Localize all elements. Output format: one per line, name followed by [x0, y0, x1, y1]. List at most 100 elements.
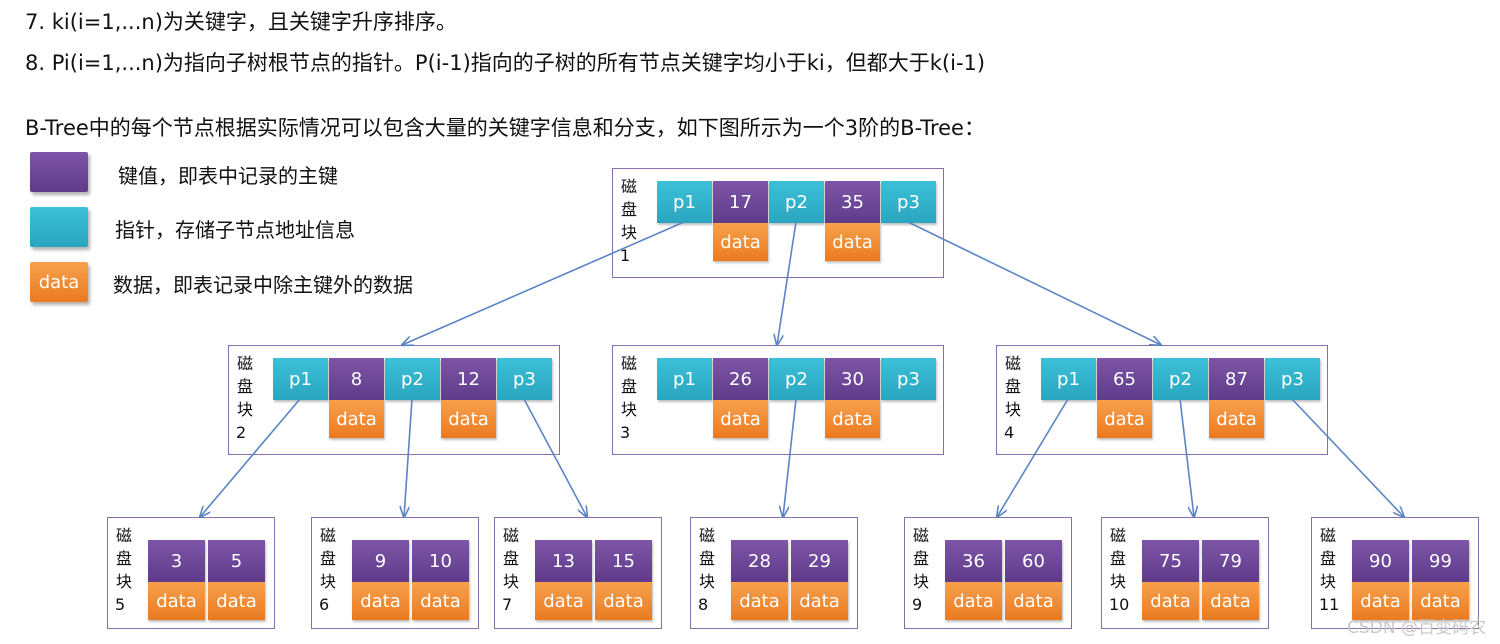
- disk-label-char: 磁: [1109, 526, 1126, 545]
- data-cell: data: [1412, 582, 1469, 620]
- disk-id: 6: [319, 595, 330, 614]
- key-cell: 17: [713, 181, 768, 223]
- key-cell: 36: [945, 540, 1002, 582]
- data-cell: data: [208, 582, 265, 620]
- disk-id: 1: [620, 246, 631, 265]
- disk-id: 10: [1109, 595, 1130, 614]
- key-cell: 13: [535, 540, 592, 582]
- text-line-7: 7. ki(i=1,...n)为关键字，且关键字升序排序。: [25, 10, 457, 34]
- disk-id: 8: [698, 595, 709, 614]
- pointer-cell: p2: [1153, 358, 1208, 400]
- data-cell: data: [1209, 400, 1264, 438]
- data-cell: data: [713, 223, 768, 261]
- legend-data-swatch: data: [30, 262, 88, 302]
- disk-label-char: 磁: [912, 526, 929, 545]
- key-cell: 10: [412, 540, 469, 582]
- data-cell: data: [535, 582, 592, 620]
- disk-label-char: 块: [1004, 400, 1021, 419]
- key-cell: 75: [1142, 540, 1199, 582]
- legend-pointer-swatch: [30, 207, 88, 247]
- data-cell: data: [412, 582, 469, 620]
- key-cell: 8: [329, 358, 384, 400]
- pointer-cell: p3: [881, 358, 936, 400]
- legend-data-desc: 数据，即表记录中除主键外的数据: [113, 273, 413, 297]
- text-line-8: 8. Pi(i=1,...n)为指向子树根节点的指针。P(i-1)指向的子树的所…: [25, 51, 986, 75]
- intro-text: B-Tree中的每个节点根据实际情况可以包含大量的关键字信息和分支，如下图所示为…: [25, 116, 985, 140]
- data-cell: data: [945, 582, 1002, 620]
- disk-label-char: 盘: [912, 549, 929, 568]
- pointer-cell: p2: [769, 181, 824, 223]
- disk-label-char: 盘: [236, 377, 253, 396]
- key-cell: 90: [1352, 540, 1409, 582]
- disk-label-char: 磁: [319, 526, 336, 545]
- disk-label-char: 块: [502, 572, 519, 591]
- disk-label-char: 盘: [620, 200, 637, 219]
- key-cell: 35: [825, 181, 880, 223]
- key-cell: 5: [208, 540, 265, 582]
- arrow-root-p1: [402, 221, 685, 345]
- pointer-cell: p3: [497, 358, 552, 400]
- key-cell: 28: [731, 540, 788, 582]
- key-cell: 9: [352, 540, 409, 582]
- key-cell: 60: [1005, 540, 1062, 582]
- key-cell: 65: [1097, 358, 1152, 400]
- disk-label-char: 磁: [698, 526, 715, 545]
- disk-label-char: 磁: [115, 526, 132, 545]
- data-cell: data: [1352, 582, 1409, 620]
- disk-label-char: 块: [620, 400, 637, 419]
- pointer-cell: p2: [385, 358, 440, 400]
- arrow-root-p2: [777, 221, 797, 345]
- disk-label-char: 磁: [1319, 526, 1336, 545]
- disk-label-char: 磁: [236, 354, 253, 373]
- disk-label: 磁盘块 9: [912, 524, 930, 616]
- key-cell: 99: [1412, 540, 1469, 582]
- disk-label-char: 块: [1109, 572, 1126, 591]
- data-cell: data: [595, 582, 652, 620]
- disk-id: 9: [912, 595, 923, 614]
- arrow-node4-p3: [1291, 398, 1404, 517]
- disk-id: 11: [1319, 595, 1340, 614]
- disk-label-char: 盘: [319, 549, 336, 568]
- disk-label-char: 块: [319, 572, 336, 591]
- data-cell: data: [791, 582, 848, 620]
- disk-id: 4: [1004, 423, 1015, 442]
- key-cell: 87: [1209, 358, 1264, 400]
- legend-key-desc: 键值，即表中记录的主键: [118, 164, 338, 188]
- data-cell: data: [825, 400, 880, 438]
- data-cell: data: [825, 223, 880, 261]
- key-cell: 12: [441, 358, 496, 400]
- key-cell: 15: [595, 540, 652, 582]
- data-cell: data: [441, 400, 496, 438]
- disk-id: 7: [502, 595, 513, 614]
- data-cell: data: [1005, 582, 1062, 620]
- disk-label-char: 块: [1319, 572, 1336, 591]
- data-cell: data: [148, 582, 205, 620]
- disk-label-char: 磁: [502, 526, 519, 545]
- arrow-node2-p3: [523, 398, 587, 517]
- key-cell: 29: [791, 540, 848, 582]
- data-cell: data: [1202, 582, 1259, 620]
- disk-label-char: 块: [698, 572, 715, 591]
- key-cell: 26: [713, 358, 768, 400]
- disk-id: 3: [620, 423, 631, 442]
- disk-label-char: 磁: [1004, 354, 1021, 373]
- pointer-cell: p1: [273, 358, 328, 400]
- data-cell: data: [731, 582, 788, 620]
- disk-label-char: 块: [912, 572, 929, 591]
- data-cell: data: [352, 582, 409, 620]
- disk-label-char: 盘: [1109, 549, 1126, 568]
- key-cell: 3: [148, 540, 205, 582]
- key-cell: 79: [1202, 540, 1259, 582]
